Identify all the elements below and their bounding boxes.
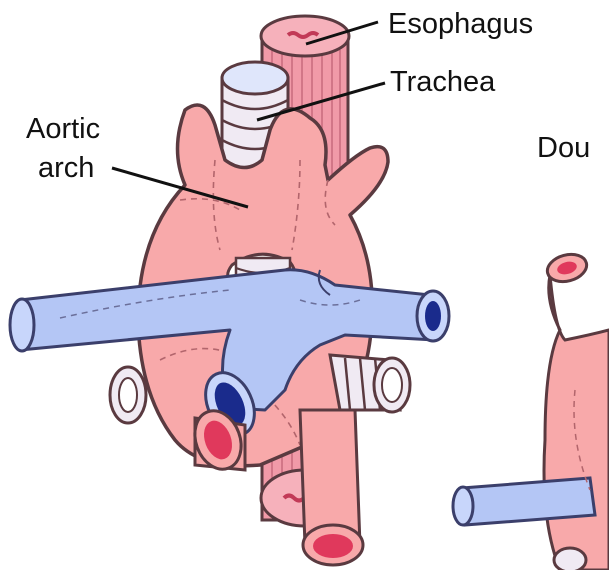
label-double-partial: Dou xyxy=(537,132,590,164)
label-trachea: Trachea xyxy=(390,66,495,98)
descending-aorta-right xyxy=(300,410,363,565)
label-arch: arch xyxy=(38,152,94,184)
trachea-right-bronchus xyxy=(330,355,410,412)
trachea-left-bronchus xyxy=(110,367,146,423)
label-aortic: Aortic xyxy=(26,113,100,145)
double-arch-figure-partial xyxy=(453,250,609,570)
label-esophagus: Esophagus xyxy=(388,8,533,40)
